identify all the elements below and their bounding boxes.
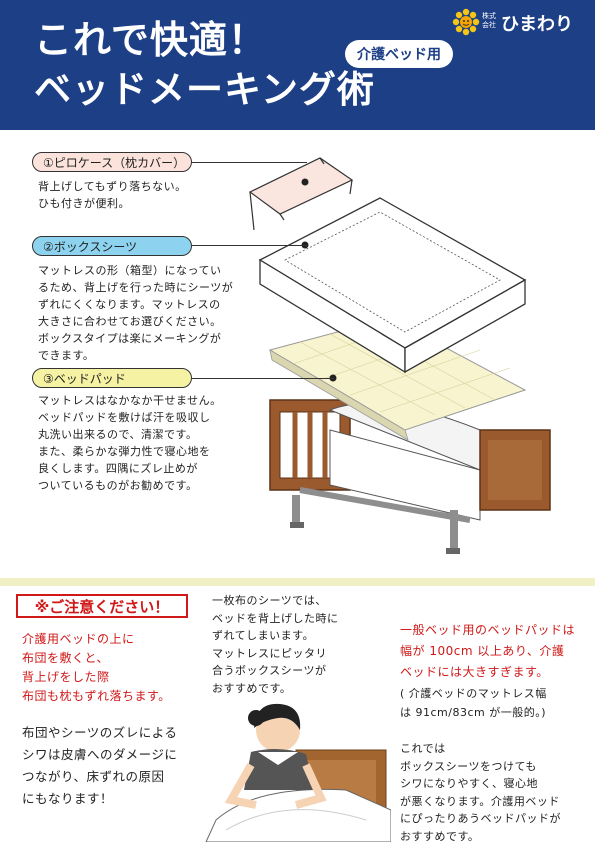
- title-line-1: これで快適！: [34, 18, 267, 62]
- right-black-text: これでは ボックスシーツをつけても シワになりやすく、寝心地 が悪くなります。介…: [400, 742, 561, 843]
- sunflower-icon: [452, 8, 480, 36]
- label-boxsheet: ②ボックスシーツ: [32, 236, 192, 256]
- company-logo: 株式 会社 ひまわり: [452, 8, 584, 38]
- bed-illustration: [248, 157, 551, 554]
- badge: 介護ベッド用: [345, 40, 453, 68]
- caution-red-text: 介護用ベッドの上に 布団を敷くと、 背上げをした際 布団も枕もずれ落ちます。: [22, 632, 171, 703]
- header-banner: これで快適！ ベッドメーキング術 介護ベッド用 株式 会社 ひまわり: [0, 0, 595, 130]
- boxsheet-illustration: [258, 197, 527, 374]
- bed-frame: [269, 399, 551, 554]
- pillowcase-illustration: [248, 157, 354, 231]
- logo-corp-type: 株式 会社: [482, 12, 496, 29]
- logo-name: ひまわり: [501, 14, 573, 35]
- right-note: ( 介護ベッドのマットレス幅 は 91cm/83cm が一般的。): [400, 687, 547, 719]
- desc-boxsheet: マットレスの形（箱型）になってい るため、背上げを行った時にシーツが ずれにくく…: [38, 264, 234, 362]
- caution-title: ※ご注意ください！: [16, 594, 188, 618]
- caution-black-text: 布団やシーツのズレによる シワは皮膚へのダメージに つながり、床ずれの原因 にも…: [22, 725, 178, 806]
- right-red-text: 一般ベッド用のベッドパッドは 幅が 100cm 以上あり、介護 ベッドには大きす…: [400, 623, 576, 679]
- label-bedpad: ③ベッドパッド: [32, 368, 192, 388]
- section-divider: [0, 578, 595, 586]
- caregiver-illustration: [205, 703, 391, 842]
- middle-text: 一枚布のシーツでは、 ベッドを背上げした時に ずれてしまいます。 マットレスにピ…: [212, 594, 339, 695]
- leader-line: [192, 378, 334, 379]
- desc-pillowcase: 背上げしてもずり落ちない。 ひも付きが便利。: [38, 180, 187, 210]
- title-line-2: ベッドメーキング術: [34, 68, 375, 111]
- leader-line: [192, 245, 307, 246]
- desc-bedpad: マットレスはなかなか干せません。 ベッドパッドを敷けば汗を吸収し 丸洗い出来るの…: [38, 394, 222, 492]
- leader-line: [192, 162, 307, 163]
- label-pillowcase: ①ピロケース（枕カバー）: [32, 152, 192, 172]
